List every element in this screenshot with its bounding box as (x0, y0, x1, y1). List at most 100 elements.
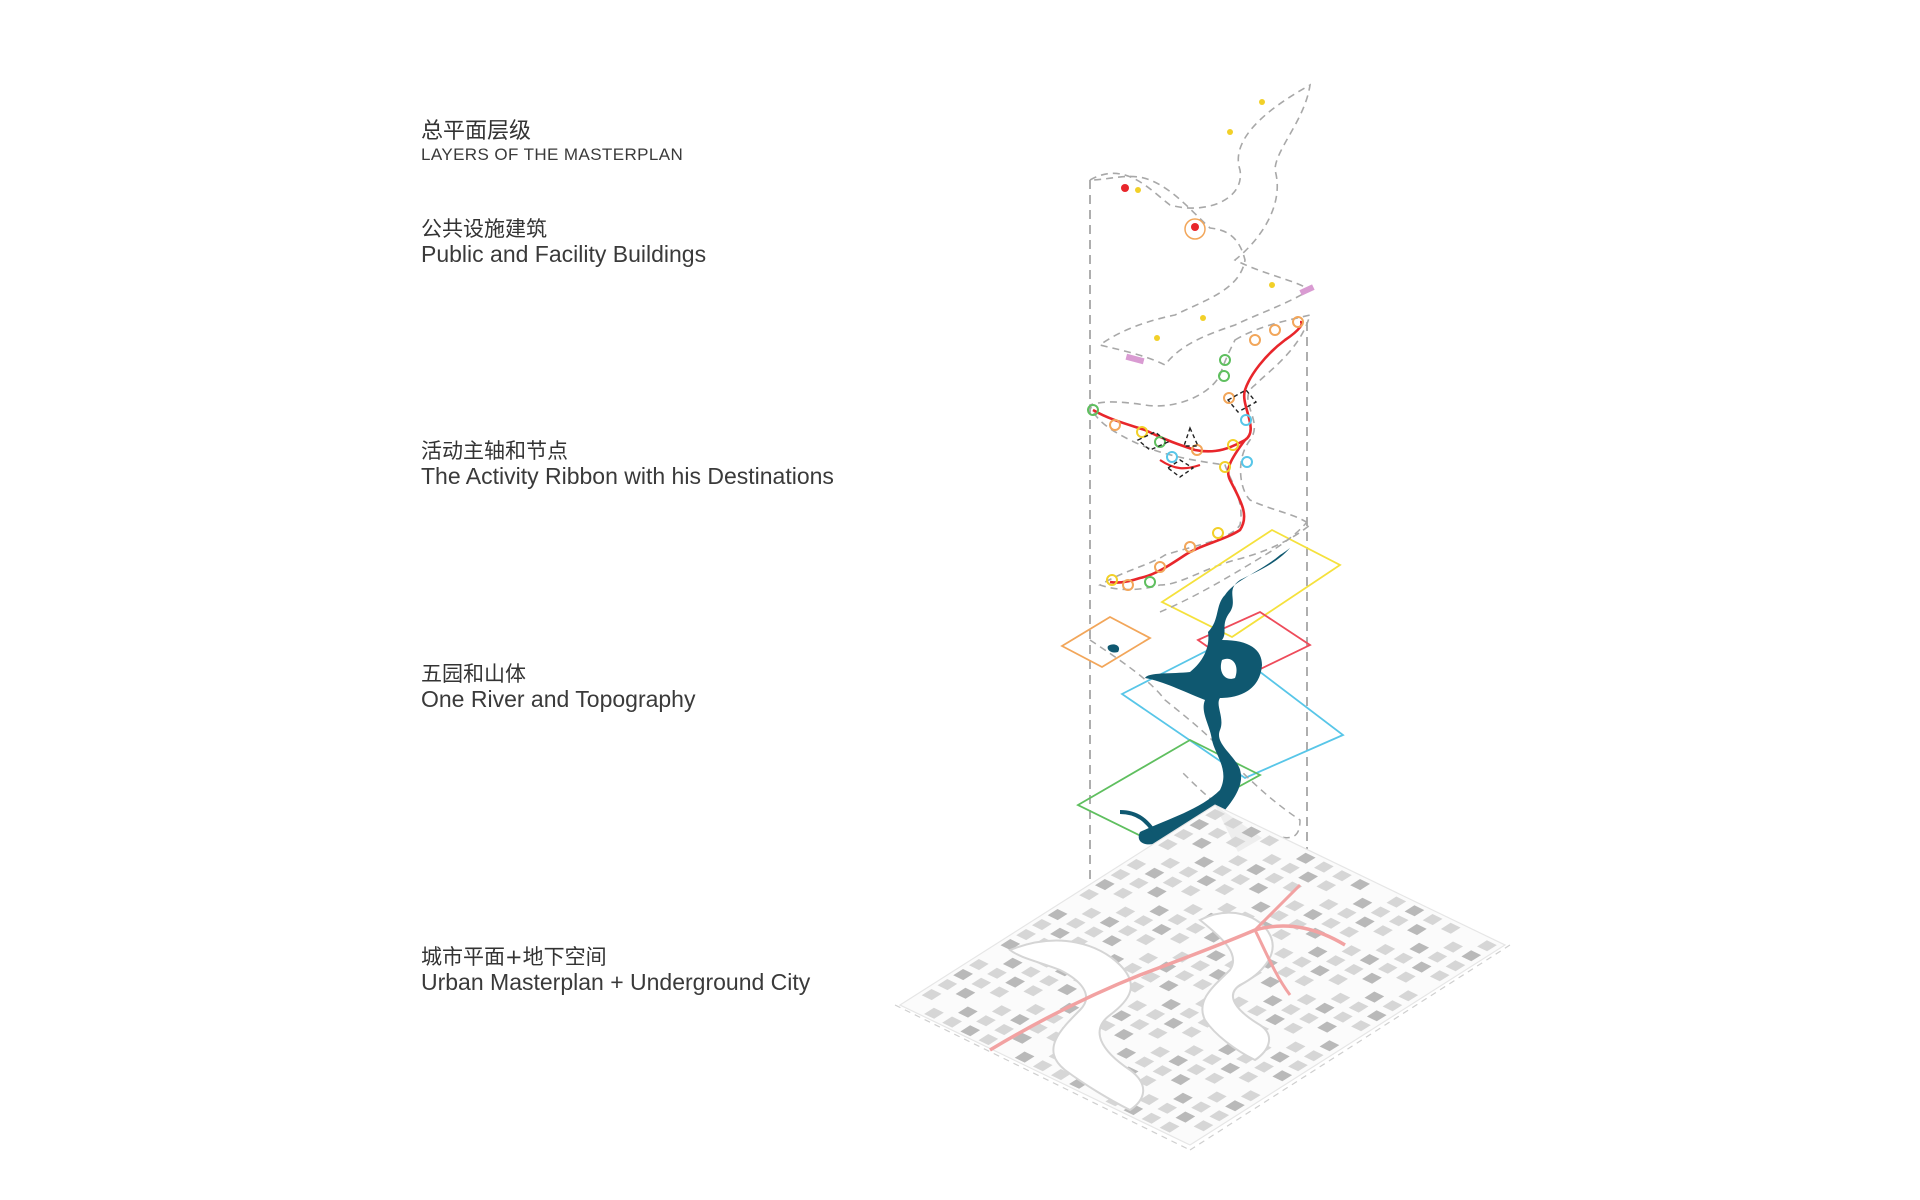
urban-block (1032, 1060, 1053, 1072)
urban-block (1296, 994, 1317, 1006)
urban-block (1348, 1001, 1369, 1013)
urban-block (1404, 905, 1425, 917)
urban-block (1269, 910, 1289, 922)
facility-ring (1184, 218, 1206, 240)
urban-block (1375, 944, 1396, 956)
river-body (1138, 548, 1290, 845)
urban-block (1014, 1051, 1035, 1063)
urban-block (1127, 1000, 1148, 1012)
urban-block (1422, 914, 1443, 926)
urban-block (1328, 974, 1348, 986)
urban-block (1325, 955, 1346, 967)
urban-block (1382, 1000, 1403, 1012)
urban-block (1333, 1011, 1353, 1023)
urban-block (1307, 946, 1328, 958)
diagram-title: 总平面层级 LAYERS OF THE MASTERPLAN (421, 119, 683, 164)
urban-block (1079, 889, 1099, 901)
destination-node (1154, 436, 1166, 448)
urban-block (1209, 1110, 1230, 1122)
urban-block (1151, 924, 1172, 936)
urban-block (1262, 995, 1283, 1007)
destination-node (1218, 370, 1230, 382)
urban-block (1241, 826, 1262, 838)
urban-block (1002, 957, 1023, 969)
urban-block (921, 989, 942, 1001)
urban-block (1190, 960, 1211, 972)
urban-block (1443, 941, 1463, 953)
destination-node (1109, 419, 1121, 431)
urban-block (960, 1025, 981, 1037)
urban-block (1336, 907, 1357, 919)
destination-node (1219, 354, 1231, 366)
destination-node (1241, 456, 1253, 468)
facility-marker (1191, 223, 1199, 231)
urban-block (1396, 971, 1416, 983)
urban-block (1288, 1060, 1308, 1072)
urban-block (1273, 947, 1294, 959)
urban-block (1150, 1046, 1170, 1058)
urban-block (1440, 922, 1461, 934)
facility-marker (1135, 187, 1141, 193)
urban-block (1281, 1004, 1301, 1016)
destination-footprint (1226, 389, 1258, 413)
destination-footprint (1183, 426, 1200, 447)
urban-block (1005, 976, 1025, 988)
urban-block (1217, 902, 1237, 914)
layer-label-zh: 活动主轴和节点 (421, 439, 568, 463)
facility-block (1125, 353, 1145, 365)
urban-block (1292, 956, 1312, 968)
urban-block (1303, 1050, 1324, 1062)
zone-green (1076, 738, 1262, 840)
urban-block (1251, 901, 1271, 913)
urban-block (1184, 1045, 1204, 1057)
urban-block (1370, 906, 1391, 918)
layer-label-en: The Activity Ribbon with his Destination… (421, 462, 834, 489)
destination-node (1240, 414, 1252, 426)
urban-block (1147, 886, 1167, 898)
base-frame-edges (894, 944, 1511, 1151)
zone-orange (1060, 615, 1152, 669)
urban-block (1212, 865, 1233, 877)
urban-block (1230, 874, 1251, 886)
river-islet (1107, 644, 1120, 653)
urban-block (1283, 1022, 1304, 1034)
layer-river (1060, 521, 1345, 845)
layer-activity (1087, 313, 1312, 591)
urban-block (1280, 862, 1300, 874)
facility-marker (1200, 315, 1206, 321)
urban-block (1028, 1022, 1048, 1034)
urban-block (1314, 1002, 1335, 1014)
urban-block (1158, 980, 1179, 992)
urban-block (1366, 1010, 1387, 1022)
urban-block (994, 1024, 1014, 1036)
urban-block (1207, 1091, 1227, 1103)
destination-node (1154, 561, 1166, 573)
urban-block (1270, 1051, 1290, 1063)
urban-block (1134, 1056, 1155, 1068)
urban-block (1099, 916, 1120, 928)
destination-footprint (1136, 431, 1170, 451)
urban-block (1388, 915, 1409, 927)
destination-node (1249, 334, 1261, 346)
zone-yellow (1160, 528, 1342, 639)
base-edge (1189, 944, 1511, 1151)
layer-label-en: Urban Masterplan + Underground City (421, 968, 811, 995)
urban-block (1158, 839, 1178, 851)
urban-base-plane (898, 804, 1507, 1146)
urban-block (1351, 1020, 1371, 1032)
river-outline (1159, 521, 1308, 613)
urban-block (1352, 897, 1373, 909)
urban-block (1194, 856, 1214, 868)
urban-base-plane-shadow (1215, 805, 1262, 852)
urban-block (1398, 990, 1419, 1002)
urban-block (1025, 1004, 1046, 1016)
urban-block (1445, 960, 1466, 972)
title-zh: 总平面层级 (421, 119, 532, 144)
urban-block (1407, 924, 1427, 936)
layer-label-en: One River and Topography (421, 685, 696, 712)
urban-block (1377, 962, 1398, 974)
urban-block (1174, 970, 1195, 982)
urban-block (1193, 1120, 1214, 1132)
urban-block (1111, 1010, 1132, 1022)
urban-block (1429, 970, 1450, 982)
